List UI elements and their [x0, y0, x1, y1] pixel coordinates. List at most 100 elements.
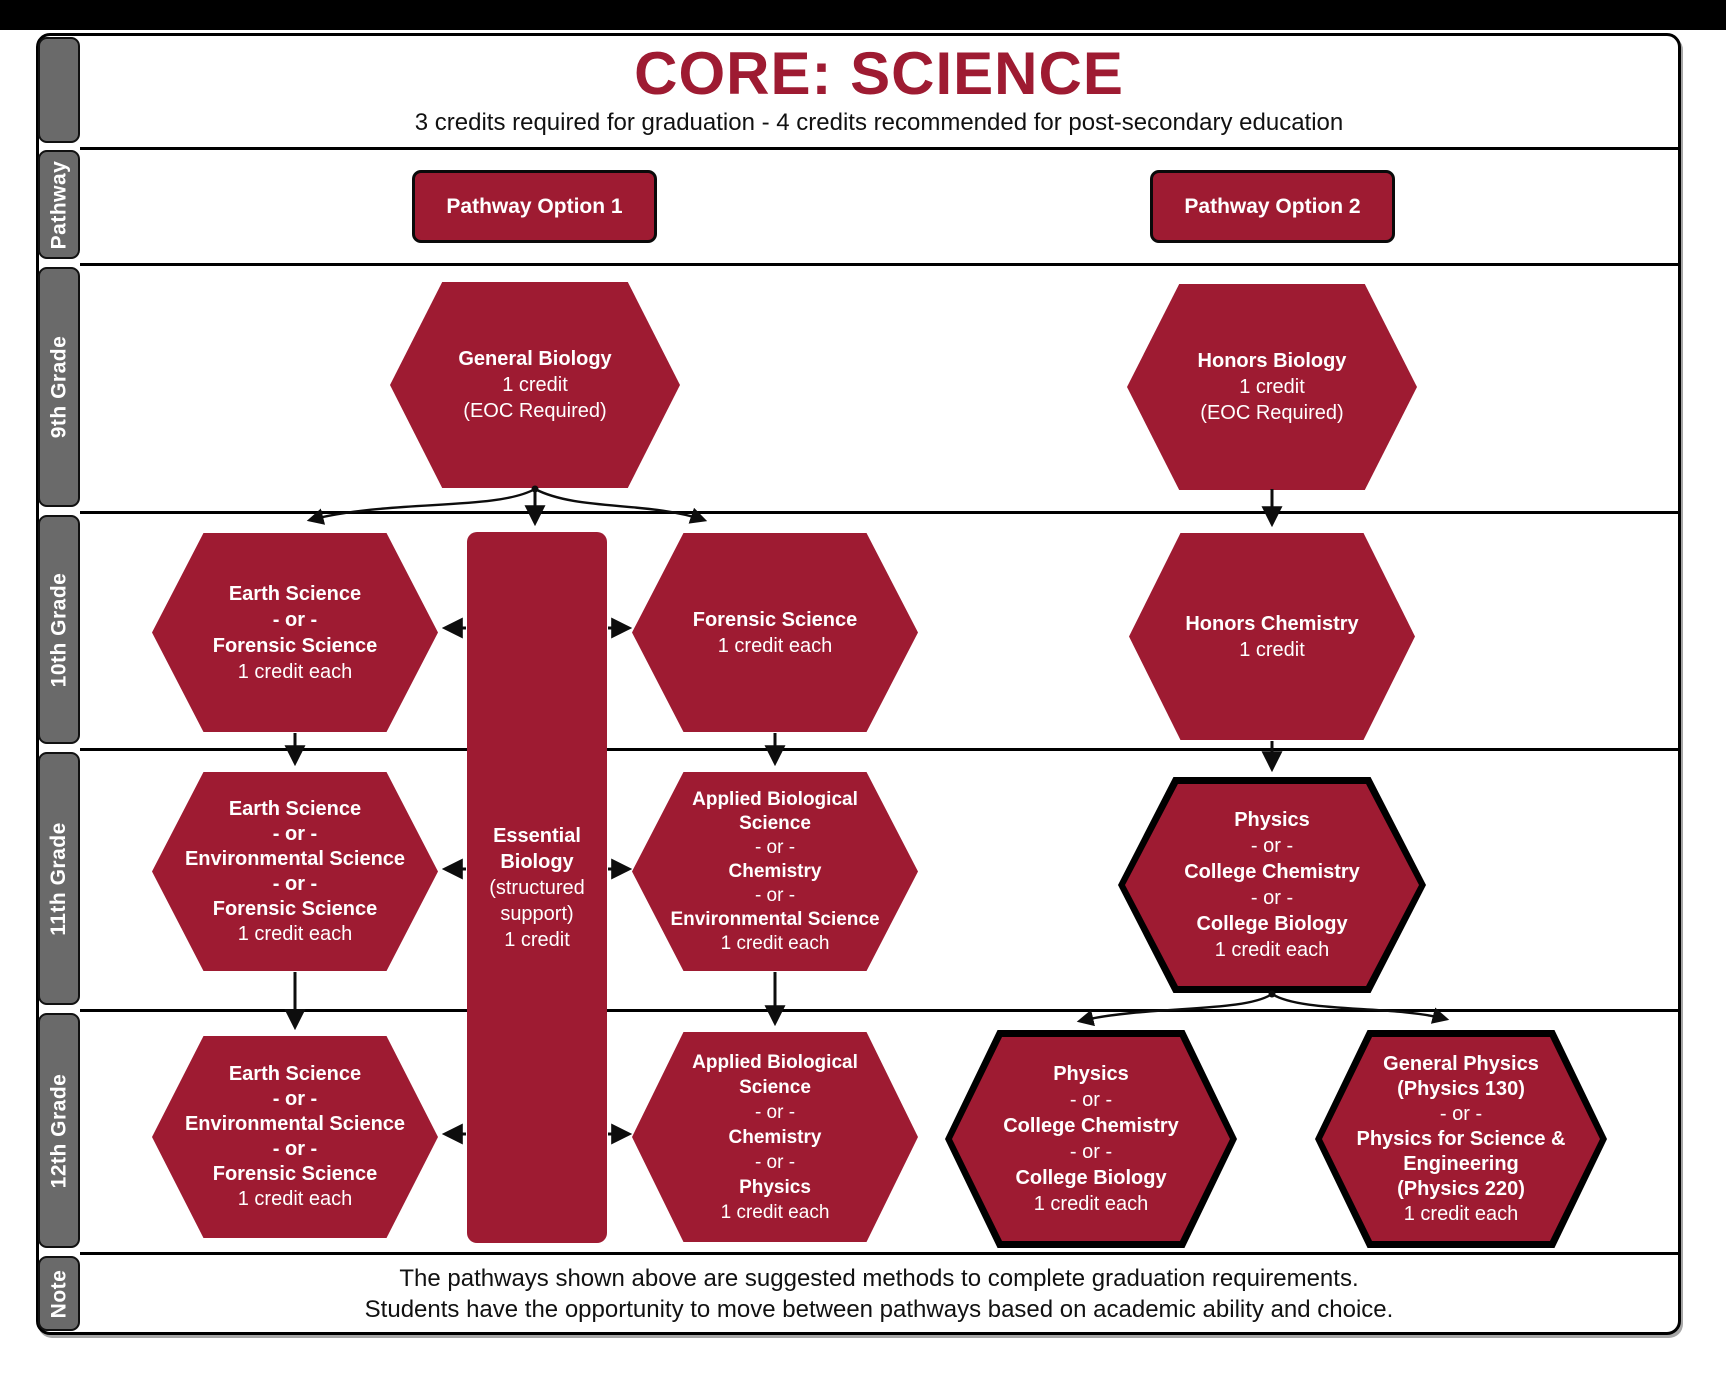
- sidebar-label-text: 11th Grade: [47, 821, 70, 936]
- sidebar-label-12th-grade: 12th Grade: [38, 1013, 80, 1248]
- node-line: - or -: [272, 608, 318, 631]
- node-line: Earth Science: [228, 582, 362, 605]
- node-line: 1 credit each: [720, 1201, 830, 1223]
- sidebar-label-11th-grade: 11th Grade: [38, 752, 80, 1005]
- node-line: 1 credit each: [1214, 939, 1330, 961]
- node-line: Physics: [1053, 1063, 1129, 1085]
- node-line: Honors Biology: [1197, 350, 1347, 372]
- row-divider: [80, 1009, 1678, 1012]
- pathway-button-label: Pathway Option 1: [446, 194, 623, 218]
- node-line: Forensic Science: [212, 634, 378, 657]
- node-line: General Physics: [1383, 1052, 1539, 1075]
- node-line: Chemistry: [728, 1126, 822, 1148]
- row-divider: [80, 263, 1678, 266]
- node-line: General Biology: [458, 348, 612, 370]
- sidebar-label-text: 9th Grade: [47, 335, 70, 439]
- node-line: Science: [739, 812, 811, 834]
- node-line: Applied Biological: [692, 788, 858, 810]
- node-line: 1 credit each: [717, 634, 833, 657]
- node-physics-college-chem-bio-11th: Physics - or - College Chemistry - or - Coll…: [1118, 777, 1426, 993]
- header: CORE: SCIENCE 3 credits required for gra…: [80, 42, 1678, 138]
- node-line: 1 credit each: [1403, 1202, 1519, 1225]
- node-earth-env-forensic-11th: Earth Science- or -Environmental Science…: [152, 772, 438, 971]
- node-line: College Biology: [1196, 913, 1348, 935]
- node-line: - or -: [1439, 1102, 1483, 1125]
- node-line: Essential: [493, 824, 581, 847]
- note-section: The pathways shown above are suggested m…: [80, 1256, 1678, 1332]
- sidebar-label-text: 10th Grade: [47, 572, 70, 687]
- sidebar-label-text: Note: [47, 1269, 71, 1318]
- node-line: Science: [739, 1076, 811, 1098]
- node-line: 1 credit each: [237, 660, 353, 683]
- node-line: - or -: [754, 884, 796, 906]
- node-general-physics-12th: General Physics(Physics 130)- or -Physic…: [1315, 1030, 1607, 1248]
- node-line: 1 credit: [1239, 376, 1305, 398]
- node-line: Environmental Science: [184, 1113, 406, 1135]
- sidebar-label-9th-grade: 9th Grade: [38, 267, 80, 507]
- node-line: - or -: [272, 822, 318, 845]
- node-line: Applied Biological: [692, 1051, 858, 1073]
- top-black-bar: [0, 0, 1726, 30]
- sidebar-segment-title: [38, 37, 80, 143]
- node-line: - or -: [272, 1088, 318, 1110]
- pathway-option-2-button: Pathway Option 2: [1150, 170, 1395, 243]
- node-honors-chemistry: Honors Chemistry 1 credit: [1129, 533, 1415, 740]
- node-line: - or -: [1069, 1141, 1113, 1163]
- sidebar-label-text: Pathway: [47, 160, 71, 249]
- node-line: Physics for Science &: [1356, 1127, 1566, 1150]
- node-line: 1 credit each: [237, 922, 353, 945]
- node-line: (EOC Required): [1200, 402, 1344, 424]
- node-earth-env-forensic-12th: Earth Science- or -Environmental Science…: [152, 1036, 438, 1238]
- node-line: Honors Chemistry: [1185, 612, 1359, 635]
- node-line: Environmental Science: [184, 847, 406, 870]
- node-line: - or -: [272, 1138, 318, 1160]
- node-line: 1 credit each: [720, 932, 830, 954]
- node-line: College Biology: [1015, 1167, 1167, 1189]
- node-line: - or -: [1069, 1089, 1113, 1111]
- pathway-option-1-button: Pathway Option 1: [412, 170, 657, 243]
- node-line: - or -: [272, 872, 318, 895]
- node-line: - or -: [754, 836, 796, 858]
- node-line: (EOC Required): [463, 400, 607, 422]
- node-earth-or-forensic-10th: Earth Science - or - Forensic Science 1 cre…: [152, 533, 438, 732]
- node-line: - or -: [754, 1151, 796, 1173]
- sidebar-label-text: 12th Grade: [47, 1073, 70, 1188]
- node-line: (Physics 130): [1397, 1077, 1525, 1100]
- node-line: 1 credit each: [1033, 1193, 1149, 1215]
- node-line: support): [500, 902, 574, 925]
- pathway-button-label: Pathway Option 2: [1184, 194, 1361, 218]
- note-line-1: The pathways shown above are suggested m…: [399, 1265, 1359, 1292]
- node-line: 1 credit each: [237, 1188, 353, 1210]
- node-physics-college-chem-bio-12th: Physics - or - College Chemistry - or - Coll…: [945, 1030, 1237, 1248]
- node-line: (Physics 220): [1397, 1177, 1525, 1200]
- node-honors-biology: Honors Biology 1 credit (EOC Required): [1127, 284, 1417, 490]
- sidebar-label-note: Note: [38, 1256, 80, 1331]
- node-line: - or -: [1250, 835, 1294, 857]
- node-line: Biology: [500, 850, 574, 873]
- node-line: College Chemistry: [1003, 1115, 1179, 1137]
- node-line: 1 credit: [1239, 638, 1305, 661]
- node-fill: General Physics(Physics 130)- or -Physic…: [1322, 1037, 1600, 1241]
- row-divider: [80, 1252, 1678, 1255]
- node-line: Forensic Science: [212, 1163, 378, 1185]
- node-line: College Chemistry: [1184, 861, 1360, 883]
- node-line: 1 credit: [504, 928, 570, 951]
- node-line: Physics: [1234, 809, 1310, 831]
- node-line: Engineering: [1403, 1152, 1519, 1175]
- node-line: (structured: [489, 876, 585, 899]
- row-divider: [80, 748, 1678, 751]
- sidebar-label-10th-grade: 10th Grade: [38, 515, 80, 744]
- node-fill: Physics - or - College Chemistry - or - Coll…: [1125, 784, 1419, 986]
- node-fill: Physics - or - College Chemistry - or - Coll…: [952, 1037, 1230, 1241]
- node-line: Earth Science: [228, 797, 362, 820]
- node-line: - or -: [1250, 887, 1294, 909]
- row-divider: [80, 511, 1678, 514]
- sidebar-label-pathway: Pathway: [38, 150, 80, 259]
- note-line-2: Students have the opportunity to move be…: [364, 1296, 1394, 1323]
